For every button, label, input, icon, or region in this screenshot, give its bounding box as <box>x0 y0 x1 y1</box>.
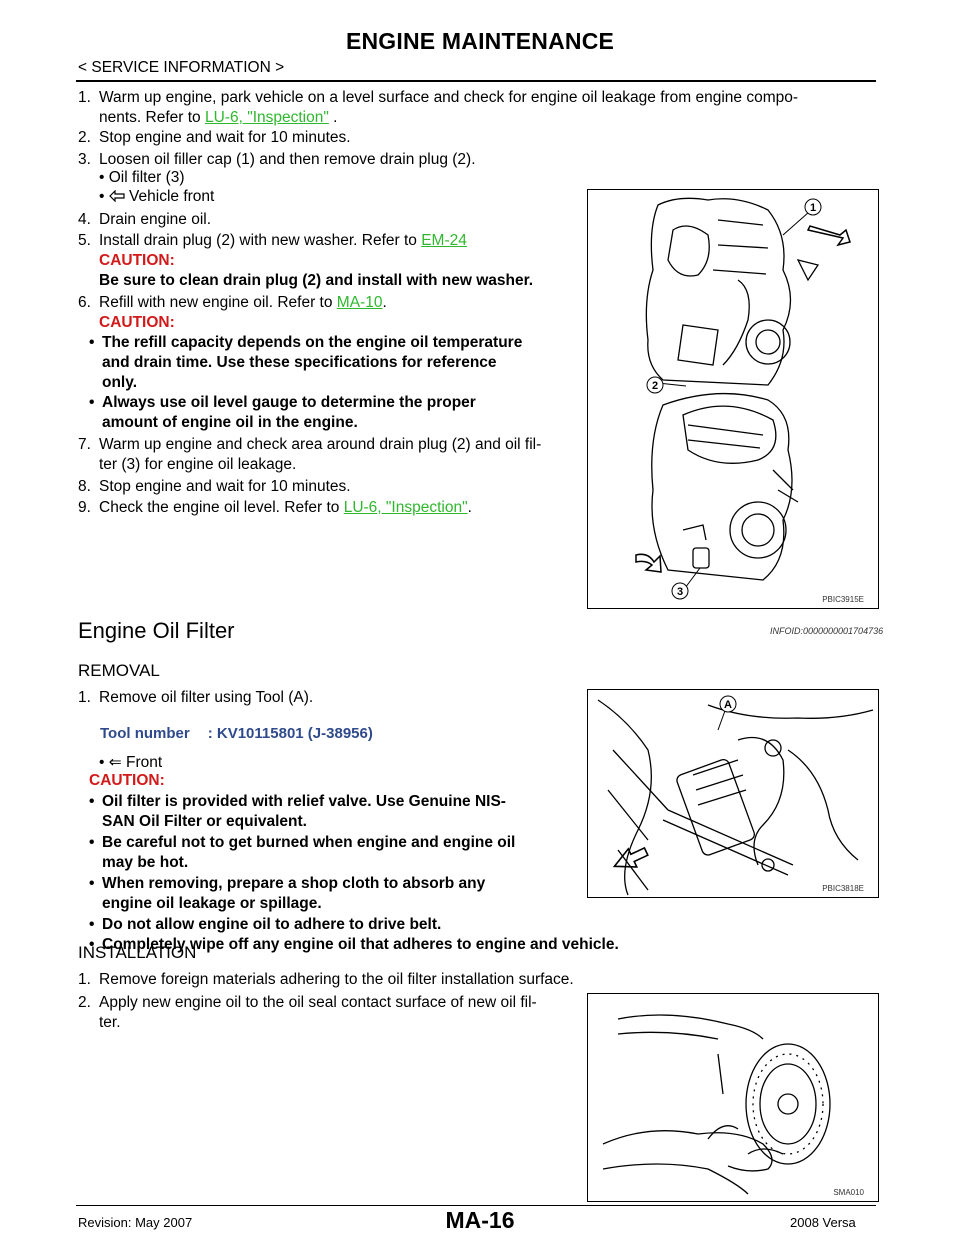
info-id: INFOID:0000000001704736 <box>770 626 884 636</box>
oil-filter-removal-figure: A PBIC3818E <box>587 689 879 898</box>
step-2: 2.Stop engine and wait for 10 minutes. <box>78 129 351 146</box>
link-lu6-inspection[interactable]: LU-6, "Inspection" <box>343 499 468 516</box>
removal-step-1: 1.Remove oil filter using Tool (A). <box>78 689 314 706</box>
install-step-2: 2.Apply new engine oil to the oil seal c… <box>78 994 537 1031</box>
caution-item: •When removing, prepare a shop cloth to … <box>89 875 486 912</box>
link-em24[interactable]: EM-24 <box>421 232 467 249</box>
page-title: ENGINE MAINTENANCE <box>345 28 615 54</box>
oil-seal-figure: SMA010 <box>587 993 879 1202</box>
caution-label: CAUTION: <box>99 252 175 269</box>
figure-id: SMA010 <box>833 1188 864 1197</box>
section-heading: Engine Oil Filter <box>78 618 235 643</box>
step-4: 4.Drain engine oil. <box>78 211 212 228</box>
section-label: < SERVICE INFORMATION > <box>78 59 285 76</box>
caution-item: •Completely wipe off any engine oil that… <box>89 936 619 953</box>
caution-item: •Oil filter is provided with relief valv… <box>89 793 506 830</box>
filter-wrench-illustration: A <box>597 695 874 896</box>
step-3: 3.Loosen oil filler cap (1) and then rem… <box>78 151 476 168</box>
caution-item: •Do not allow engine oil to adhere to dr… <box>89 916 442 933</box>
figure-id: PBIC3915E <box>822 595 864 604</box>
callout-2: 2 <box>652 380 658 392</box>
subheading-installation: INSTALLATION <box>78 943 197 962</box>
step-6: 6.Refill with new engine oil. Refer to M… <box>78 294 387 331</box>
link-lu6-inspection[interactable]: LU-6, "Inspection" <box>204 109 329 126</box>
footer-rule <box>76 1205 876 1206</box>
footer-revision: Revision: May 2007 <box>78 1215 193 1230</box>
callout-1: 1 <box>810 202 816 214</box>
engine-drain-figure: 1 2 3 PBIC3915E <box>587 189 879 609</box>
page-number: MA-16 <box>445 1207 515 1233</box>
caution-item: •Be careful not to get burned when engin… <box>89 834 516 871</box>
caution-label: CAUTION: <box>99 314 175 331</box>
step-8: 8.Stop engine and wait for 10 minutes. <box>78 478 351 495</box>
step-7: 7.Warm up engine and check area around d… <box>78 436 542 473</box>
caution-text: Be sure to clean drain plug (2) and inst… <box>99 272 534 289</box>
caution-item: •Always use oil level gauge to determine… <box>89 394 476 431</box>
link-ma10[interactable]: MA-10 <box>336 294 383 311</box>
install-step-1: 1.Remove foreign materials adhering to t… <box>78 971 574 988</box>
callout-3: 3 <box>677 586 683 598</box>
step-9: 9.Check the engine oil level. Refer to L… <box>78 499 472 516</box>
hand-oiling-illustration <box>602 1014 831 1195</box>
step-5: 5.Install drain plug (2) with new washer… <box>78 232 534 289</box>
step-1: 1.Warm up engine, park vehicle on a leve… <box>78 89 799 126</box>
footer-model: 2008 Versa <box>790 1215 856 1230</box>
bullet-vehicle-front: • Vehicle front <box>99 188 215 205</box>
caution-label: CAUTION: <box>89 772 165 789</box>
engine-illustration: 1 2 3 <box>635 197 851 600</box>
callout-a: A <box>724 699 732 711</box>
figure-id: PBIC3818E <box>822 884 864 893</box>
tool-number: Tool number: KV10115801 (J-38956) <box>100 725 373 742</box>
caution-item: •The refill capacity depends on the engi… <box>89 334 523 391</box>
arrow-left-icon <box>108 189 125 203</box>
subheading-removal: REMOVAL <box>78 661 160 680</box>
header-rule <box>76 80 876 82</box>
bullet-oil-filter: • Oil filter (3) <box>99 169 185 186</box>
bullet-front: • ⇐ Front <box>99 754 163 771</box>
